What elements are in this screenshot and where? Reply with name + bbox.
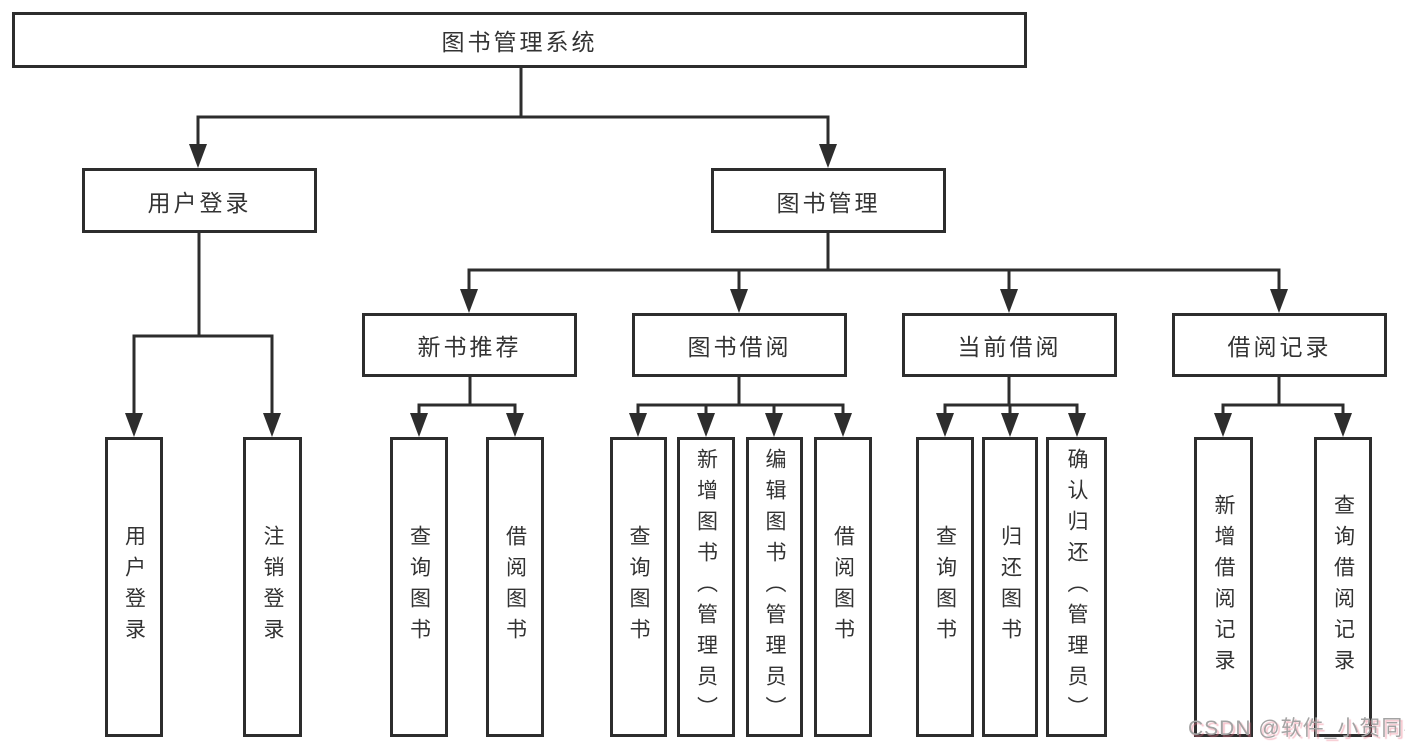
node-new-book-recommend: 新书推荐	[362, 313, 577, 377]
leaf-newbook-query: 查询图书	[390, 437, 448, 737]
leaf-borrow-add-label: 新增图书（管理员）	[694, 447, 718, 727]
node-current-borrow-label: 当前借阅	[957, 334, 1062, 360]
leaf-record-query-label: 查询借阅记录	[1331, 494, 1355, 680]
leaf-current-query: 查询图书	[916, 437, 974, 737]
node-book-borrow-label: 图书借阅	[687, 334, 792, 360]
leaf-user-login: 用户登录	[105, 437, 163, 737]
leaf-newbook-borrow-label: 借阅图书	[503, 525, 527, 649]
leaf-borrow-query-label: 查询图书	[627, 525, 650, 649]
node-current-borrow: 当前借阅	[902, 313, 1117, 377]
node-book-management-label: 图书管理	[776, 189, 881, 216]
leaf-newbook-query-label: 查询图书	[407, 525, 431, 649]
leaf-newbook-borrow: 借阅图书	[486, 437, 544, 737]
leaf-borrow-edit-label: 编辑图书（管理员）	[763, 447, 786, 727]
node-user-login-label: 用户登录	[147, 189, 252, 216]
leaf-current-return: 归还图书	[982, 437, 1038, 737]
leaf-borrow-query: 查询图书	[610, 437, 667, 737]
leaf-record-add: 新增借阅记录	[1194, 437, 1253, 737]
leaf-current-confirm-label: 确认归还（管理员）	[1065, 447, 1088, 727]
leaf-record-add-label: 新增借阅记录	[1212, 494, 1235, 680]
leaf-logout: 注销登录	[243, 437, 302, 737]
leaf-record-query: 查询借阅记录	[1314, 437, 1372, 737]
node-new-book-recommend-label: 新书推荐	[417, 334, 522, 360]
node-book-borrow: 图书借阅	[632, 313, 847, 377]
leaf-logout-label: 注销登录	[261, 525, 284, 649]
leaf-borrow-borrow: 借阅图书	[814, 437, 872, 737]
node-root: 图书管理系统	[12, 12, 1027, 68]
node-user-login: 用户登录	[82, 168, 317, 233]
node-borrow-record-label: 借阅记录	[1227, 334, 1332, 360]
leaf-borrow-edit: 编辑图书（管理员）	[746, 437, 803, 737]
node-root-label: 图书管理系统	[441, 29, 598, 55]
leaf-borrow-borrow-label: 借阅图书	[831, 525, 855, 649]
node-borrow-record: 借阅记录	[1172, 313, 1387, 377]
leaf-borrow-add: 新增图书（管理员）	[677, 437, 735, 737]
node-book-management: 图书管理	[711, 168, 946, 233]
leaf-current-return-label: 归还图书	[998, 525, 1022, 649]
leaf-user-login-label: 用户登录	[122, 525, 146, 649]
csdn-watermark: CSDN @软件_小贺同学	[1188, 717, 1405, 740]
leaf-current-query-label: 查询图书	[933, 525, 957, 649]
leaf-current-confirm: 确认归还（管理员）	[1046, 437, 1107, 737]
